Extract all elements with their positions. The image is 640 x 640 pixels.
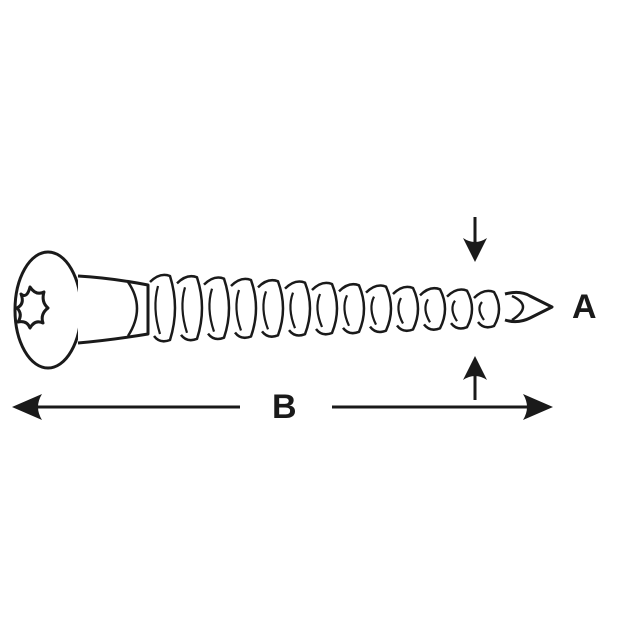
screw-threads	[149, 273, 501, 343]
thread-crest	[149, 273, 177, 343]
dimension-b-label: B	[272, 388, 297, 426]
screw-head	[13, 250, 83, 370]
torx-icon	[15, 285, 50, 330]
thread-root	[370, 296, 377, 326]
arrow-a-bottom-head	[463, 356, 487, 380]
thread-root	[181, 287, 189, 334]
thread-crest	[230, 277, 258, 340]
thread-crest	[338, 282, 366, 335]
thread-crest	[392, 285, 420, 333]
thread-crest	[257, 278, 285, 338]
thread-root	[451, 300, 458, 322]
dimension-b	[12, 394, 553, 420]
thread-root	[289, 292, 297, 329]
dimension-a-label: A	[572, 288, 597, 326]
neck-ring	[126, 281, 139, 337]
thread-crest	[446, 288, 474, 330]
arrow-b-left-head	[12, 394, 42, 420]
dimension-a	[463, 217, 487, 400]
thread-root	[208, 288, 216, 333]
thread-crest	[176, 274, 204, 342]
thread-crest	[473, 289, 501, 329]
thread-root	[316, 293, 324, 328]
screw-neck	[77, 274, 150, 345]
thread-crest	[311, 281, 339, 336]
thread-crest	[284, 280, 312, 337]
thread-root	[262, 290, 270, 330]
tip-thread	[511, 294, 525, 322]
arrow-b-right-head	[523, 394, 553, 420]
thread-crest	[203, 276, 231, 341]
thread-crest	[419, 286, 447, 331]
thread-root	[154, 285, 162, 335]
arrow-a-top-head	[463, 238, 487, 262]
thread-crest	[365, 284, 393, 334]
thread-root	[424, 298, 431, 323]
thread-root	[397, 297, 404, 325]
thread-root	[235, 289, 243, 331]
thread-root	[478, 301, 485, 321]
thread-root	[343, 294, 350, 327]
